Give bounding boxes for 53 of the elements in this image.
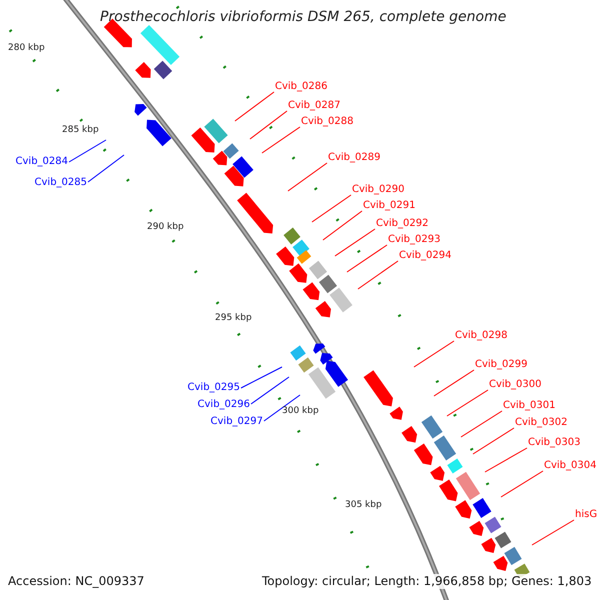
- leader-line: [312, 194, 352, 222]
- gene-label: hisG: [575, 509, 598, 521]
- leader-line: [88, 154, 124, 182]
- gene-label: Cvib_0291: [363, 200, 416, 212]
- gene-label: Cvib_0299: [475, 359, 528, 371]
- gene-label: Cvib_0300: [489, 379, 542, 391]
- gene-label: Cvib_0303: [528, 437, 580, 449]
- scale-label: 300 kbp: [282, 405, 319, 417]
- leader-line: [446, 390, 488, 416]
- map-title: Prosthecochloris vibrioformis DSM 265, complete genome: [100, 8, 506, 26]
- scale-label: 285 kbp: [62, 124, 99, 136]
- accession-note: Accession: NC_009337: [8, 574, 144, 589]
- gene-label: Cvib_0289: [328, 152, 380, 164]
- gene-label: Cvib_0292: [376, 218, 428, 230]
- leader-line: [234, 92, 274, 122]
- leader-line: [358, 260, 398, 290]
- leader-line: [346, 244, 388, 272]
- scale-label: 295 kbp: [215, 312, 252, 324]
- leader-line: [240, 366, 282, 388]
- gene-label: Cvib_0297: [210, 416, 263, 428]
- leader-line: [288, 162, 328, 192]
- leader-line: [472, 428, 514, 454]
- gene-label: Cvib_0304: [544, 460, 596, 472]
- genome-summary: Topology: circular; Length: 1,966,858 bp; Genes: 1,803: [262, 574, 592, 589]
- gene-label: Cvib_0284: [16, 156, 68, 168]
- gene-label: Cvib_0301: [503, 400, 556, 412]
- leader-line: [484, 448, 528, 472]
- scale-label: 305 kbp: [345, 499, 382, 511]
- leader-line: [414, 340, 454, 368]
- leader-line: [460, 410, 502, 438]
- gene-label: Cvib_0286: [275, 81, 328, 93]
- leader-line: [250, 376, 290, 404]
- gene-label: Cvib_0296: [198, 399, 250, 411]
- leader-line: [68, 140, 106, 162]
- gene-label: Cvib_0285: [34, 177, 87, 189]
- leader-line: [434, 370, 474, 396]
- leader-line: [500, 470, 544, 498]
- scale-label: 290 kbp: [147, 221, 184, 233]
- gene-label: Cvib_0293: [388, 234, 440, 246]
- gene-label: Cvib_0298: [455, 330, 508, 342]
- leader-line: [250, 110, 288, 140]
- gene-label: Cvib_0295: [188, 382, 240, 394]
- leader-line: [264, 394, 300, 422]
- leader-line: [532, 520, 574, 546]
- gene-label: Cvib_0302: [515, 417, 568, 429]
- leader-line: [262, 126, 300, 154]
- gene-label: Cvib_0287: [288, 100, 340, 112]
- leader-line: [334, 228, 376, 256]
- leader-line: [322, 210, 362, 240]
- gene-label: Cvib_0294: [399, 250, 452, 262]
- scale-label: 280 kbp: [8, 42, 45, 54]
- gene-label: Cvib_0288: [301, 116, 354, 128]
- gene-label: Cvib_0290: [352, 184, 404, 196]
